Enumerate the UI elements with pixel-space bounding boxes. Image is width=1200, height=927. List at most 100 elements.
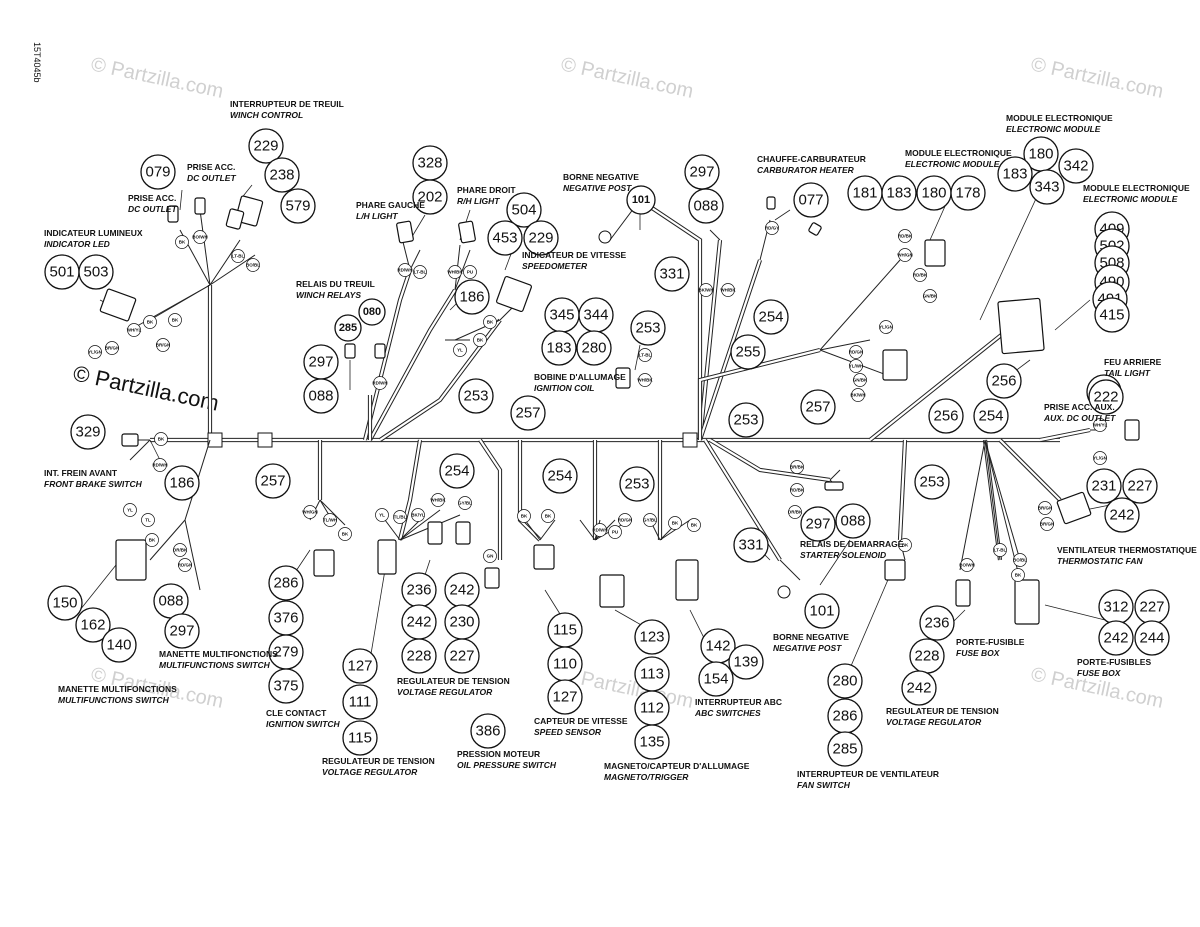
part-callout: 328	[412, 145, 448, 181]
negative-post-ring-top	[598, 230, 612, 244]
winch-control-plug	[225, 208, 245, 230]
part-number: 230	[449, 614, 474, 631]
part-callout: 123	[634, 619, 670, 655]
harness-branch-inner	[1039, 428, 1091, 442]
wire-code-badge: RD/BK	[898, 229, 913, 243]
part-callout: 140	[101, 627, 137, 663]
prise-acc-label-fr: PRISE ACC.	[187, 162, 235, 172]
part-number: 242	[1109, 507, 1134, 524]
part-number: 297	[308, 354, 333, 371]
wire-code-text: BR/GN	[156, 343, 171, 348]
part-number: 142	[705, 638, 730, 655]
wire-lead	[129, 439, 151, 461]
dc-outlet-connector-2	[194, 197, 206, 215]
wire-code-text: BR/BK	[790, 465, 805, 470]
part-number: 180	[1028, 146, 1053, 163]
part-callout: 253	[458, 378, 494, 414]
part-number: 415	[1099, 307, 1124, 324]
part-callout: 375	[268, 668, 304, 704]
fan-switch-connector	[884, 559, 906, 581]
module1-label-fr: MODULE ELECTRONIQUE	[905, 148, 1012, 158]
part-number: 329	[75, 424, 100, 441]
part-number: 183	[546, 340, 571, 357]
wire-code-text: WH/BK	[637, 378, 653, 383]
wire-lead	[539, 519, 556, 541]
oil-pressure-switch	[484, 567, 500, 589]
part-callout: 254	[542, 458, 578, 494]
part-number: 242	[406, 614, 431, 631]
wire-lead	[184, 519, 201, 591]
wire-code-text: YL/WH	[849, 364, 864, 369]
wire-code-text: RD/GY	[765, 226, 779, 231]
wire-code-badge: LT-BL	[638, 348, 652, 362]
prise-acc-label-en: DC OUTLET	[187, 173, 236, 183]
wire-lead	[984, 439, 1021, 561]
wire-code-badge: YL/GN	[88, 345, 102, 359]
wire-code-text: WH/YL	[1093, 423, 1108, 428]
speed-sensor	[533, 544, 555, 570]
carb-heater-label-en: CARBURATOR HEATER	[757, 165, 855, 175]
winch-relay-1	[344, 343, 356, 359]
phare-gauche-label-en: L/H LIGHT	[356, 211, 398, 221]
wire-code-badge: YL	[123, 503, 137, 517]
wire-code-badge: YL	[453, 343, 467, 357]
splice-box	[682, 432, 698, 448]
part-callout: 415	[1094, 297, 1130, 333]
part-number: 231	[1091, 478, 1116, 495]
part-number: 202	[417, 189, 442, 206]
wire-code-badge: RD/WH	[152, 458, 168, 472]
wire-code-badge: BK	[175, 235, 189, 249]
part-callout: 230	[444, 604, 480, 640]
wire-code-text: WH/GN	[302, 510, 318, 515]
wire-lead	[209, 254, 256, 286]
part-number: 236	[924, 615, 949, 632]
module-connector-3	[997, 297, 1045, 355]
leader-line	[819, 539, 851, 586]
front-brake-switch	[121, 433, 139, 447]
wire-lead	[399, 519, 421, 541]
part-callout: 280	[827, 663, 863, 699]
leader-line	[179, 189, 183, 211]
part-callout: 111	[342, 684, 378, 720]
wire-code-badge: BK	[154, 432, 168, 446]
part-number: 331	[738, 537, 763, 554]
part-number: 222	[1093, 389, 1118, 406]
wire-code-badge: RD/GN	[618, 513, 632, 527]
part-callout: 231	[1086, 468, 1122, 504]
part-number: 180	[921, 185, 946, 202]
wire-code-badge: WH/BK	[430, 493, 446, 507]
part-callout: 297	[164, 613, 200, 649]
wire-code-badge: BR/BK	[790, 460, 805, 474]
starter-label-en: STARTER SOLENOID	[800, 550, 886, 560]
wire-code-badge: OR/BK	[173, 543, 188, 557]
part-number: 253	[635, 320, 660, 337]
wire-code-badge: RD/GN	[178, 558, 192, 572]
neg-post-bot-label-fr: BORNE NEGATIVE	[773, 632, 849, 642]
part-callout: 286	[268, 565, 304, 601]
part-callout: 255	[730, 334, 766, 370]
wire-code-badge: BK	[338, 527, 352, 541]
wire-code-badge: RD/WH	[372, 376, 388, 390]
part-number: 504	[511, 202, 536, 219]
part-number: 254	[758, 309, 783, 326]
volt-reg3-label-en: VOLTAGE REGULATOR	[886, 717, 982, 727]
part-callout: 113	[634, 656, 670, 692]
harness-branch-inner	[898, 439, 907, 541]
wire-code-text: WH/YL	[127, 328, 142, 333]
document-id: 15T4045b	[32, 42, 42, 83]
part-callout: 115	[547, 612, 583, 648]
part-callout: 242	[1098, 620, 1134, 656]
wire-code-badge: BR/GN	[156, 338, 171, 352]
wire-code-text: RD/WH	[152, 463, 167, 468]
harness-branch-inner	[999, 439, 1061, 501]
ignition-switch-connector	[313, 549, 335, 577]
carb-heater-label-fr: CHAUFFE-CARBURATEUR	[757, 154, 866, 164]
winch-control-label-en: WINCH CONTROL	[230, 110, 303, 120]
part-callout: 150	[47, 585, 83, 621]
wire-code-badge: LT-BL	[993, 543, 1007, 557]
wire-code-text: RD/BK	[913, 273, 928, 278]
harness-branch-inner	[369, 289, 456, 441]
part-number: 181	[852, 185, 877, 202]
